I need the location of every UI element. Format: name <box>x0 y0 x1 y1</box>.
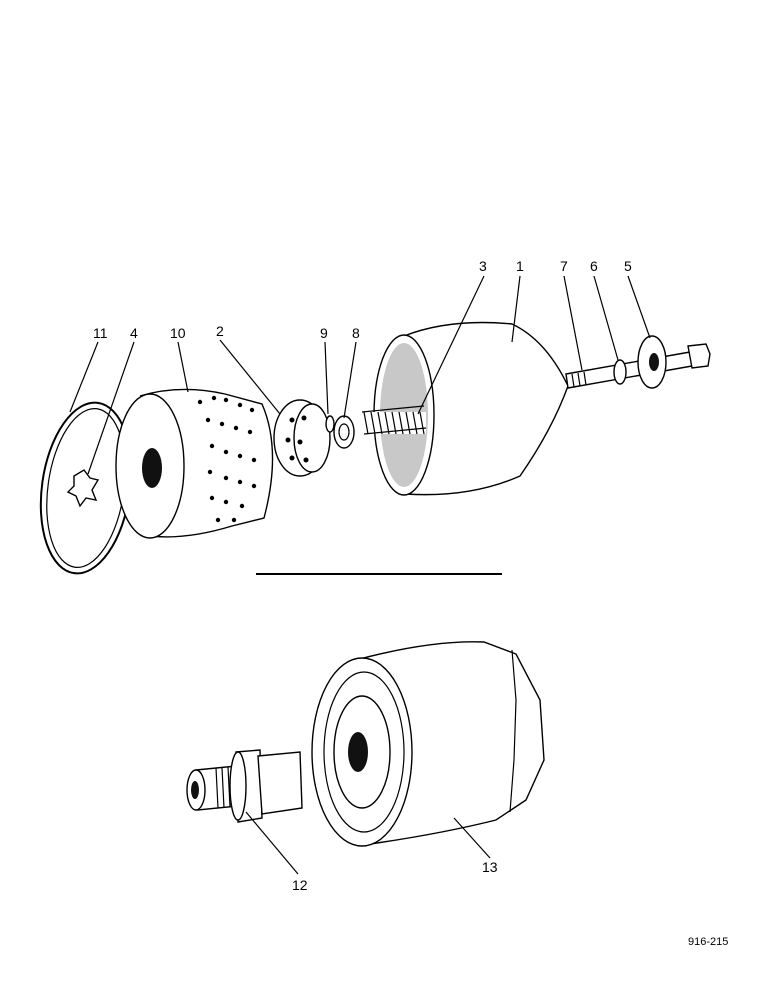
part-9-washer <box>325 415 335 433</box>
callout-9: 9 <box>320 325 328 341</box>
filter-perforations <box>197 395 257 523</box>
callout-6: 6 <box>590 258 598 274</box>
part-10-filter-element <box>115 388 274 539</box>
part-3-spring <box>360 405 427 435</box>
callout-3: 3 <box>479 258 487 274</box>
callout-8: 8 <box>352 325 360 341</box>
part-2-end-plate <box>273 399 331 477</box>
callout-5: 5 <box>624 258 632 274</box>
callout-2: 2 <box>216 323 224 339</box>
part-8-seal-washer <box>333 415 355 449</box>
part-1-filter-bowl <box>373 321 569 496</box>
part-4-star-seal <box>66 469 100 508</box>
callout-1: 1 <box>516 258 524 274</box>
callout-10: 10 <box>170 325 186 341</box>
callout-11: 11 <box>93 325 108 341</box>
part-6-washer <box>613 359 627 385</box>
part-12-adaptor <box>186 749 303 823</box>
callout-13: 13 <box>482 859 498 875</box>
part-13-spin-on-filter <box>311 641 545 847</box>
leader-lines-upper <box>69 275 651 475</box>
callout-12: 12 <box>292 877 308 893</box>
figure-reference-number: 916-215 <box>688 936 729 948</box>
part-5-washer <box>637 335 667 389</box>
leader-lines-lower <box>245 811 491 875</box>
callout-7: 7 <box>560 258 568 274</box>
callout-4: 4 <box>130 325 138 341</box>
